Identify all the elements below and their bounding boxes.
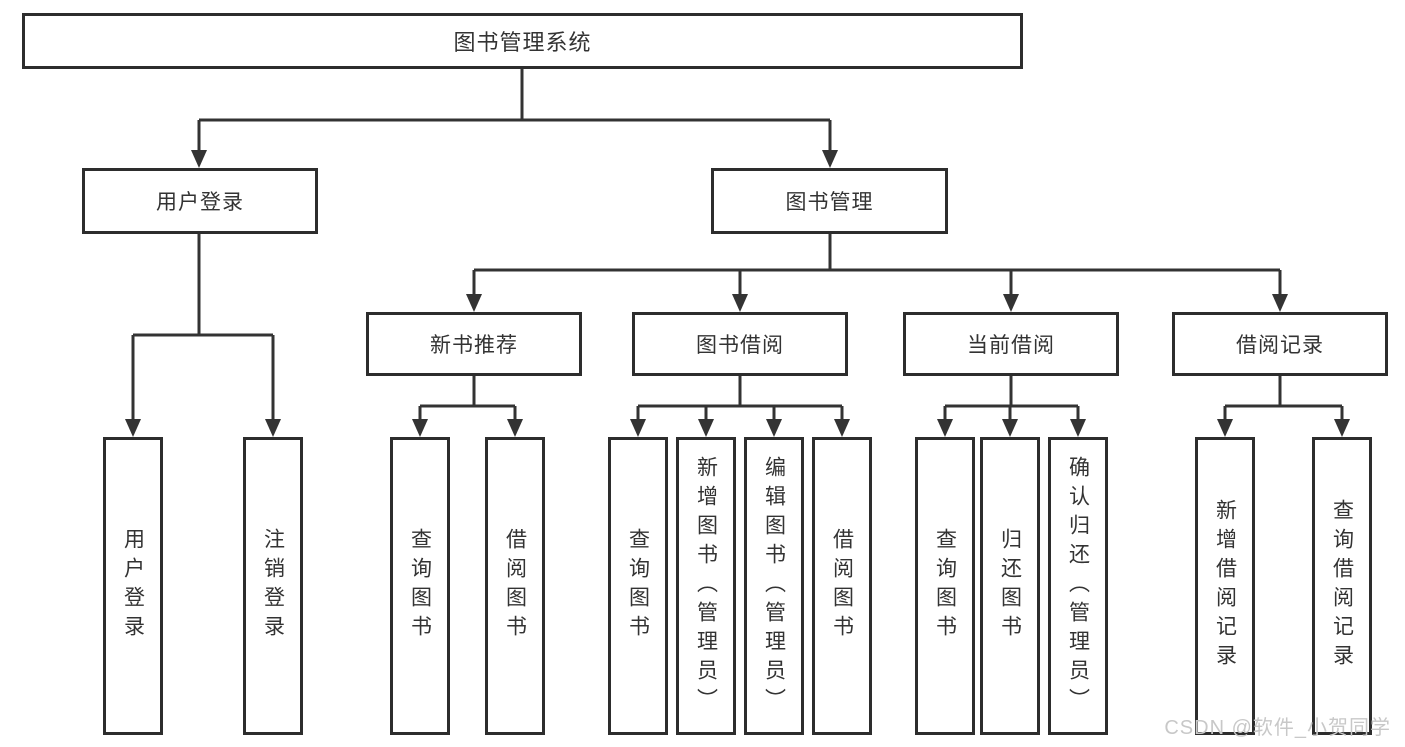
node-leaf-logout-label: 注销登录 — [261, 528, 285, 644]
connector-bookborrow-to-leaves — [636, 376, 844, 419]
node-leaf-bb-query-books-label: 查询图书 — [626, 528, 650, 644]
connector-newbook-to-leaves — [418, 376, 517, 419]
connector-borrowrecord-to-leaves — [1223, 376, 1344, 419]
node-leaf-cb-return-books-label: 归还图书 — [998, 528, 1022, 644]
node-leaf-nb-borrow-books-label: 借阅图书 — [503, 528, 527, 644]
node-leaf-nb-borrow-books: 借阅图书 — [485, 437, 545, 735]
arrowhead-leaf-4 — [507, 419, 523, 437]
node-new-book-recommend-label: 新书推荐 — [430, 334, 518, 357]
node-root-system: 图书管理系统 — [22, 13, 1023, 69]
node-leaf-br-query-record-label: 查询借阅记录 — [1330, 499, 1354, 673]
node-leaf-cb-query-books: 查询图书 — [915, 437, 975, 735]
connector-root-to-level2 — [197, 68, 832, 150]
node-leaf-user-login-label: 用户登录 — [121, 528, 145, 644]
node-borrow-record-label: 借阅记录 — [1236, 334, 1324, 357]
node-new-book-recommend: 新书推荐 — [366, 312, 582, 376]
arrowhead-leaf-11 — [1070, 419, 1086, 437]
node-leaf-bb-edit-books-admin-label: 编辑图书（管理员） — [762, 455, 786, 717]
arrowheads — [125, 150, 1350, 437]
node-leaf-nb-query-books-label: 查询图书 — [408, 528, 432, 644]
node-user-login: 用户登录 — [82, 168, 318, 234]
arrowhead-leaf-1 — [125, 419, 141, 437]
arrowhead-book-borrow — [732, 294, 748, 312]
arrowhead-leaf-8 — [834, 419, 850, 437]
arrowhead-leaf-3 — [412, 419, 428, 437]
connector-userlogin-to-leaves — [131, 234, 275, 419]
node-leaf-cb-confirm-return-admin-label: 确认归还（管理员） — [1066, 455, 1090, 717]
node-leaf-cb-confirm-return-admin: 确认归还（管理员） — [1048, 437, 1108, 735]
connector-currentborrow-to-leaves — [943, 376, 1080, 419]
arrowhead-leaf-6 — [698, 419, 714, 437]
node-current-borrow: 当前借阅 — [903, 312, 1119, 376]
node-leaf-br-add-record-label: 新增借阅记录 — [1213, 499, 1237, 673]
node-borrow-record: 借阅记录 — [1172, 312, 1388, 376]
node-leaf-bb-borrow-books: 借阅图书 — [812, 437, 872, 735]
node-leaf-bb-borrow-books-label: 借阅图书 — [830, 528, 854, 644]
node-leaf-br-query-record: 查询借阅记录 — [1312, 437, 1372, 735]
node-leaf-bb-add-books-admin-label: 新增图书（管理员） — [694, 455, 718, 717]
arrowhead-leaf-9 — [937, 419, 953, 437]
node-user-login-label: 用户登录 — [156, 191, 244, 214]
arrowhead-borrow-record — [1272, 294, 1288, 312]
node-leaf-bb-add-books-admin: 新增图书（管理员） — [676, 437, 736, 735]
connector-path-group — [131, 68, 1344, 419]
node-leaf-nb-query-books: 查询图书 — [390, 437, 450, 735]
arrowhead-leaf-10 — [1002, 419, 1018, 437]
node-root-system-label: 图书管理系统 — [453, 30, 592, 55]
arrowhead-leaf-7 — [766, 419, 782, 437]
node-current-borrow-label: 当前借阅 — [967, 334, 1055, 357]
arrowhead-current-borrow — [1003, 294, 1019, 312]
node-leaf-cb-query-books-label: 查询图书 — [933, 528, 957, 644]
arrowhead-new-book — [466, 294, 482, 312]
node-leaf-br-add-record: 新增借阅记录 — [1195, 437, 1255, 735]
csdn-watermark: CSDN @软件_小贺同学 — [1164, 717, 1391, 739]
arrowhead-leaf-13 — [1334, 419, 1350, 437]
node-book-borrow-label: 图书借阅 — [696, 334, 784, 357]
node-leaf-bb-edit-books-admin: 编辑图书（管理员） — [744, 437, 804, 735]
node-leaf-user-login: 用户登录 — [103, 437, 163, 735]
node-book-borrow: 图书借阅 — [632, 312, 848, 376]
node-leaf-cb-return-books: 归还图书 — [980, 437, 1040, 735]
arrowhead-book-management — [822, 150, 838, 168]
node-leaf-bb-query-books: 查询图书 — [608, 437, 668, 735]
node-book-management: 图书管理 — [711, 168, 948, 234]
arrowhead-user-login — [191, 150, 207, 168]
node-book-management-label: 图书管理 — [785, 191, 874, 214]
connector-bookmgmt-to-level3 — [472, 234, 1282, 294]
arrowhead-leaf-5 — [630, 419, 646, 437]
arrowhead-leaf-12 — [1217, 419, 1233, 437]
node-leaf-logout: 注销登录 — [243, 437, 303, 735]
arrowhead-leaf-2 — [265, 419, 281, 437]
